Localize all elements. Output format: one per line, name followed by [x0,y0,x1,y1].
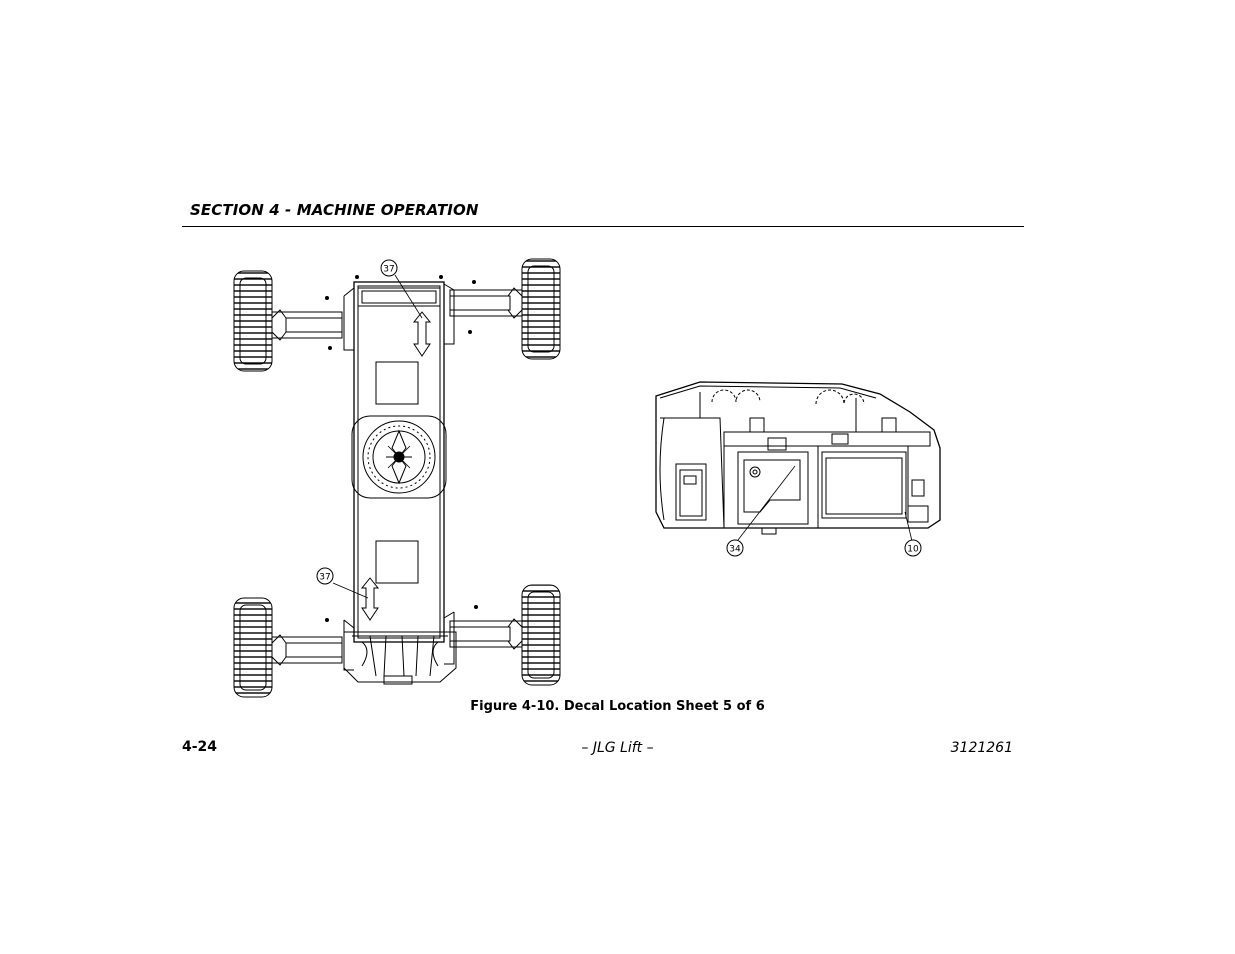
tire-bottom-left [233,597,273,698]
callout-37-top: 37 [383,265,394,275]
tire-top-right [521,258,561,360]
top-view-drawing [233,258,561,698]
decal-arrow-bottom [360,577,380,621]
figure-caption: Figure 4-10. Decal Location Sheet 5 of 6 [470,699,765,714]
callout-10: 10 [907,545,919,555]
side-view-drawing [655,381,941,557]
document-number: 3121261 [950,740,1013,756]
header-rule [182,226,1024,227]
page-number: 4-24 [182,739,218,755]
tire-bottom-right [521,584,561,686]
section-title: SECTION 4 - MACHINE OPERATION [190,201,479,219]
decal-arrow-top [412,311,432,357]
callout-37-bottom: 37 [319,573,330,583]
footer-publisher: – JLG Lift – [581,740,654,756]
callout-34: 34 [729,545,741,555]
tire-top-left [233,270,273,372]
